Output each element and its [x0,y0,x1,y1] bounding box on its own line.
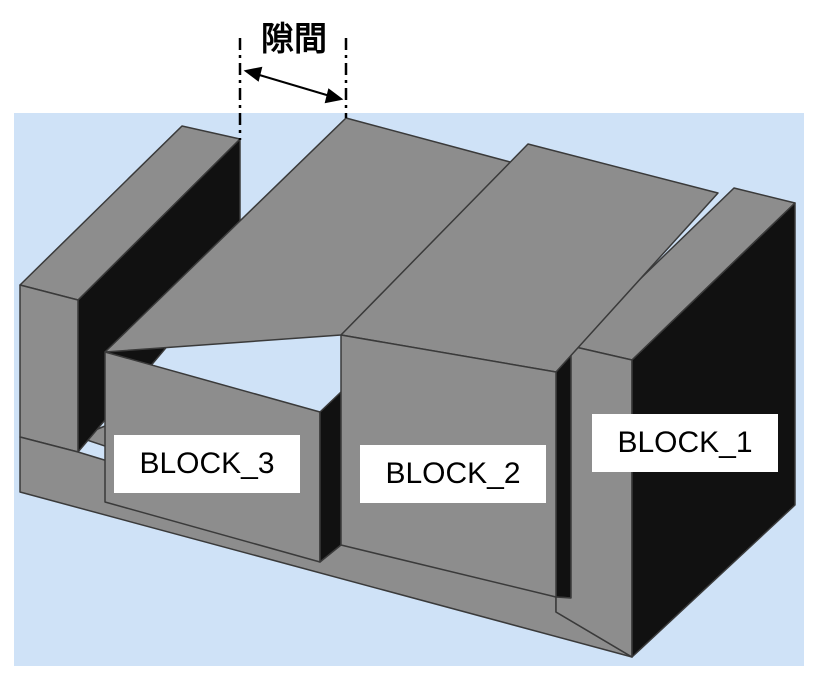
block-1-label: BLOCK_1 [592,414,778,472]
gap-label: 隙間 [261,19,327,58]
block-2-label: BLOCK_2 [360,445,546,503]
block-3-label: BLOCK_3 [114,435,300,493]
arrowhead-left [243,66,263,82]
gap-dimension-arrow [255,73,331,97]
block-3-side [319,391,342,563]
block-1-right-wall-inner [555,345,572,599]
block-1-left-wall-front [19,284,79,453]
arrowhead-right [324,88,344,104]
